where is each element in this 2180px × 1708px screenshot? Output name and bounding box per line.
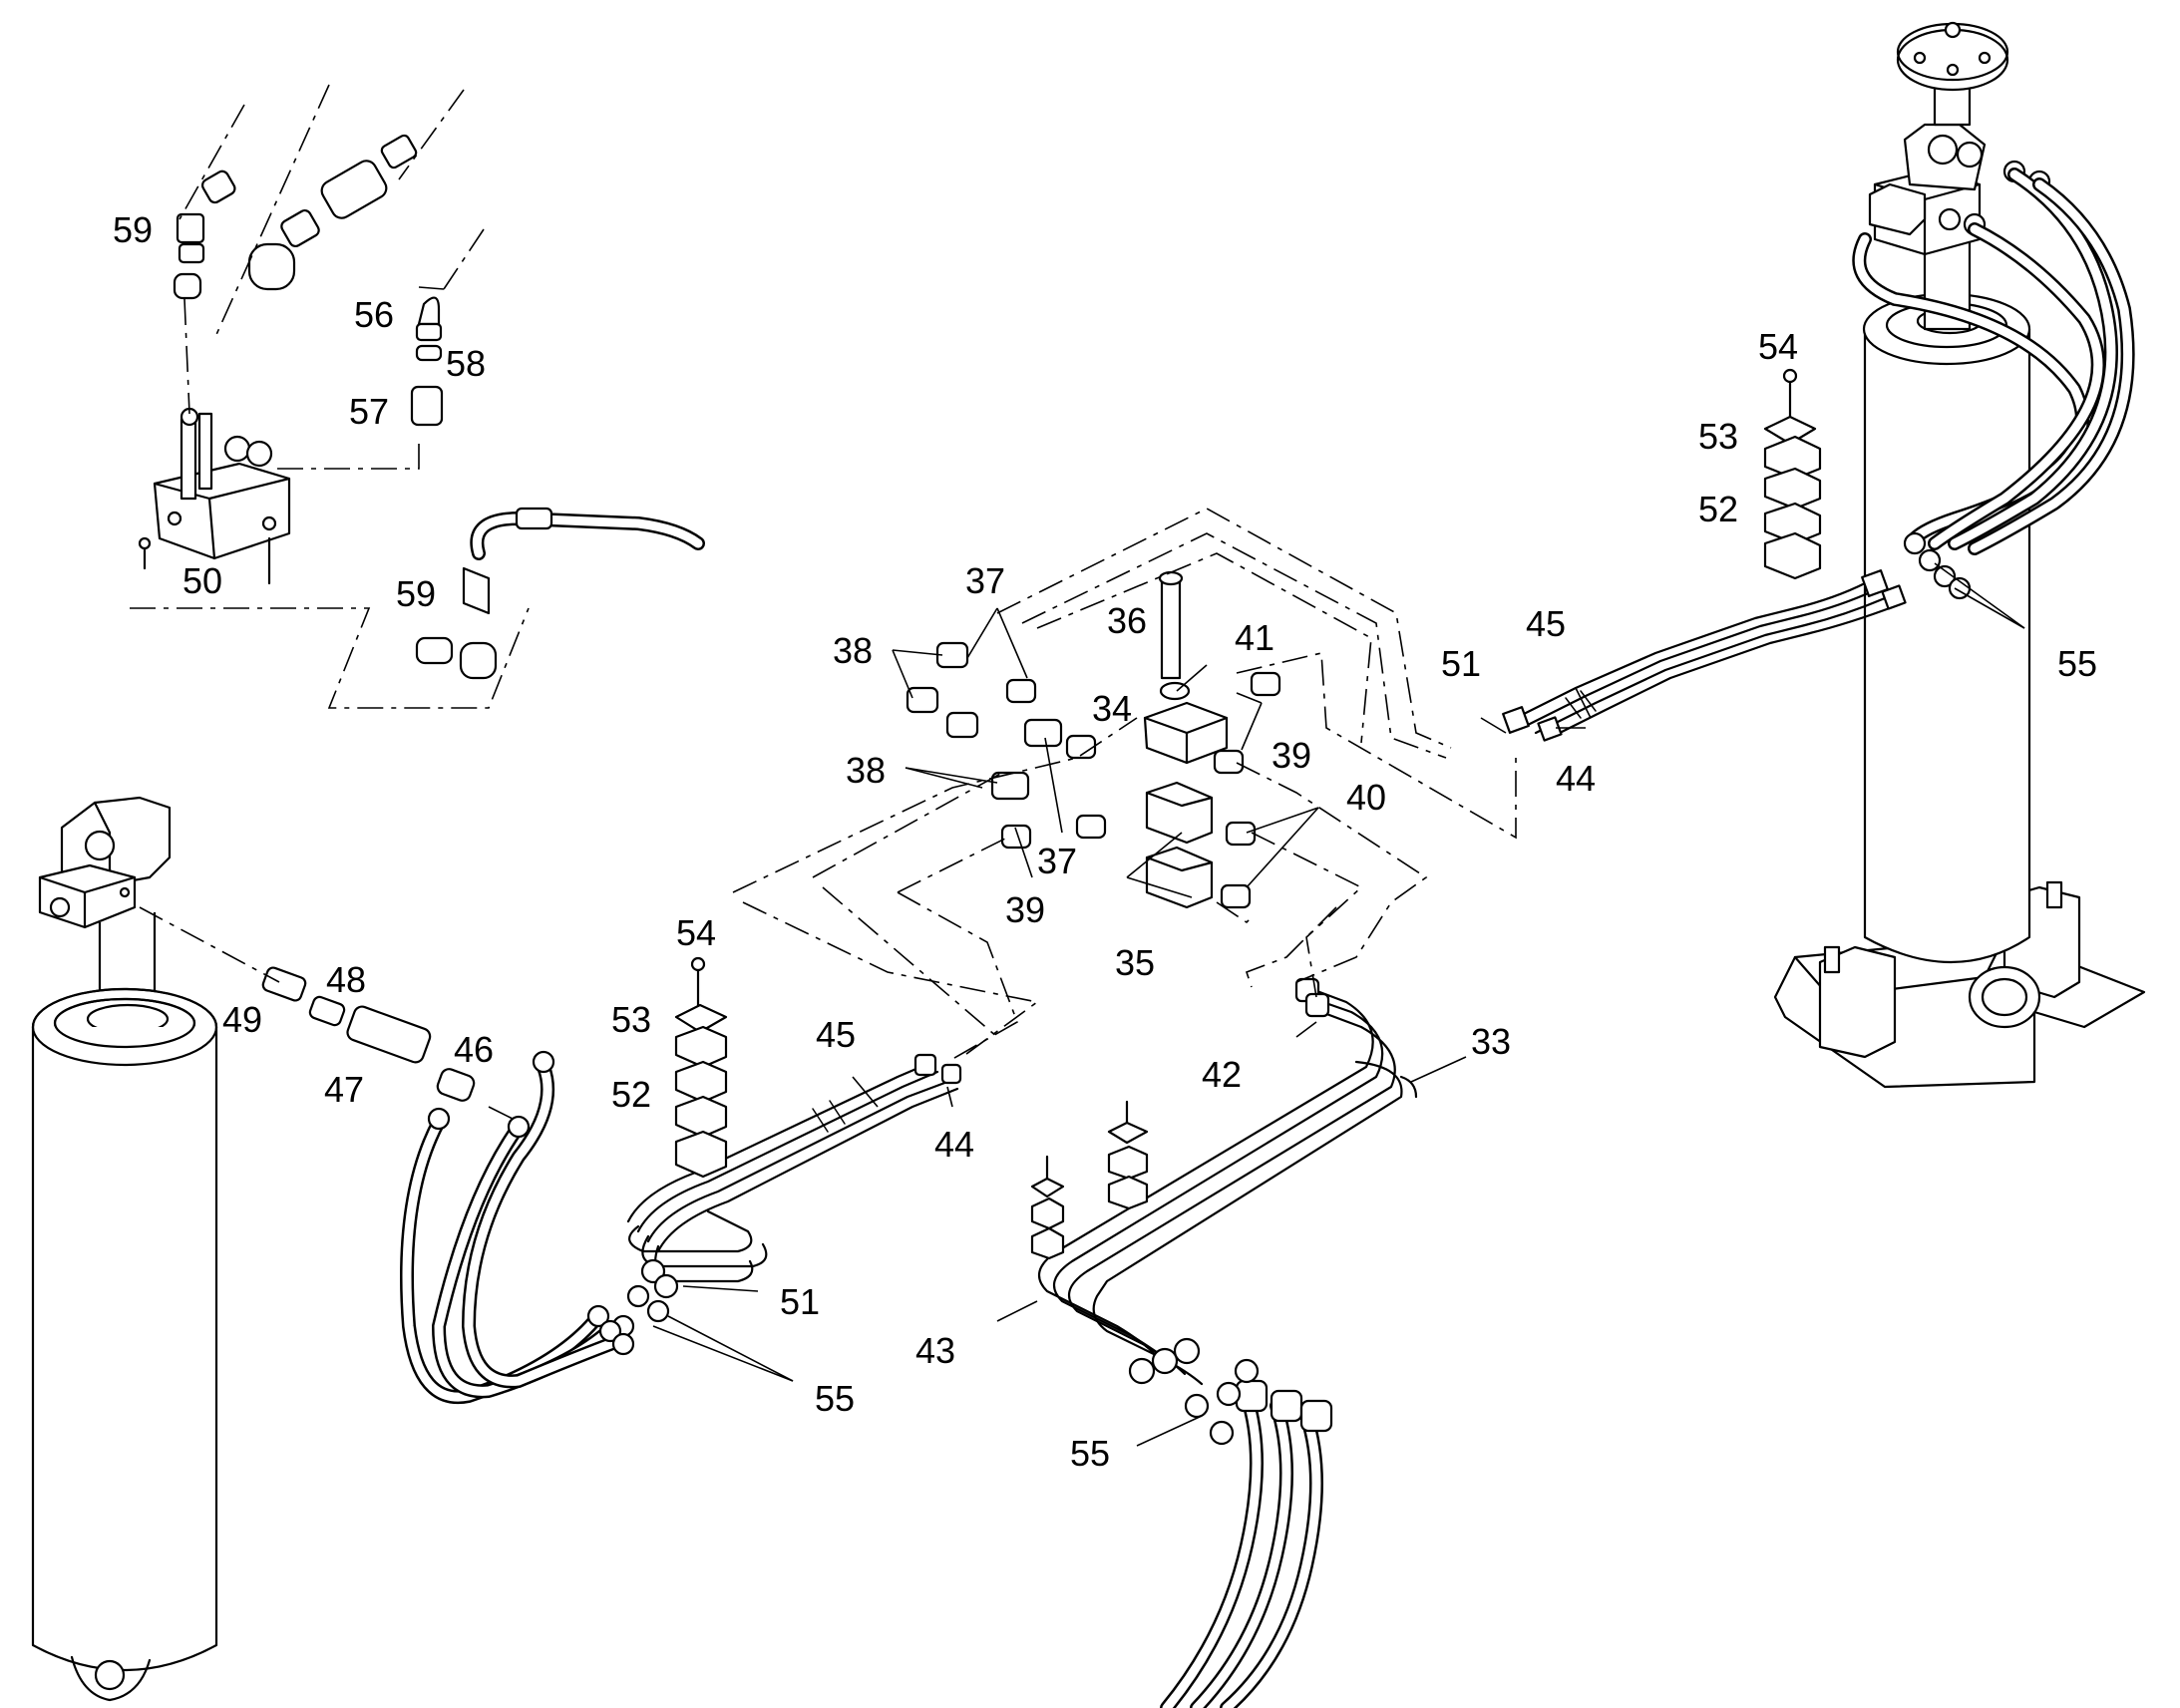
right-lift-cylinder xyxy=(1773,21,2146,1089)
callout-53-center: 53 xyxy=(611,999,651,1040)
callout-54-right: 54 xyxy=(1758,326,1798,367)
callout-36: 36 xyxy=(1107,600,1147,641)
callout-56: 56 xyxy=(354,294,394,335)
callout-49: 49 xyxy=(222,999,262,1040)
callout-38-top: 38 xyxy=(833,630,873,671)
callout-55-bottom: 55 xyxy=(1070,1433,1110,1474)
left-lift-cylinder xyxy=(31,796,218,1702)
callout-51-center: 51 xyxy=(780,1281,820,1322)
callout-59-top: 59 xyxy=(113,209,153,250)
center-clamp-stack xyxy=(674,956,728,1179)
left-fittings xyxy=(261,966,476,1102)
callout-40: 40 xyxy=(1346,777,1386,818)
hose-59-lower xyxy=(415,507,705,680)
callout-50: 50 xyxy=(182,560,222,601)
callout-44-center: 44 xyxy=(934,1124,974,1165)
callout-37-lower: 37 xyxy=(1037,841,1077,881)
callout-38-lower: 38 xyxy=(846,750,886,791)
callout-55-center: 55 xyxy=(815,1378,855,1419)
top-left-fittings xyxy=(173,134,444,427)
callout-52-center: 52 xyxy=(611,1074,651,1115)
callout-42: 42 xyxy=(1202,1054,1242,1095)
left-cylinder-hoses xyxy=(400,1050,635,1405)
assembly-dash-lines xyxy=(130,84,1517,1123)
callout-45-right: 45 xyxy=(1526,603,1566,644)
callout-48: 48 xyxy=(326,959,366,1000)
callout-44-right: 44 xyxy=(1556,758,1596,799)
callout-45-center: 45 xyxy=(816,1014,856,1055)
callout-39-lower: 39 xyxy=(1005,889,1045,930)
central-pipe-bundle xyxy=(611,977,1418,1386)
callout-57: 57 xyxy=(349,391,389,432)
callout-52-right: 52 xyxy=(1698,489,1738,529)
right-cylinder-hoses xyxy=(1852,168,2135,555)
callout-54-center: 54 xyxy=(676,912,716,953)
callout-39-right: 39 xyxy=(1272,735,1311,776)
callout-labels: 59 56 58 57 50 59 37 38 36 41 34 39 38 4… xyxy=(113,209,2097,1474)
callout-35: 35 xyxy=(1115,942,1155,983)
callout-43: 43 xyxy=(915,1330,955,1371)
valve-block-50 xyxy=(138,407,291,585)
leader-lines xyxy=(418,286,2025,1447)
callout-41: 41 xyxy=(1235,617,1274,658)
bottom-center-hoses xyxy=(1160,1358,1333,1708)
central-manifold xyxy=(906,570,1281,909)
callout-37-top: 37 xyxy=(965,560,1005,601)
callout-46: 46 xyxy=(454,1029,494,1070)
right-clamp-stack xyxy=(1763,368,1822,580)
callout-34: 34 xyxy=(1092,688,1132,729)
lower-clamps xyxy=(1030,1100,1149,1260)
callout-51-right: 51 xyxy=(1441,643,1481,684)
callout-33: 33 xyxy=(1471,1021,1511,1062)
callout-59-lower: 59 xyxy=(396,573,436,614)
callout-58: 58 xyxy=(446,343,486,384)
callout-47: 47 xyxy=(324,1069,364,1110)
callout-55-right: 55 xyxy=(2057,643,2097,684)
callout-53-right: 53 xyxy=(1698,416,1738,457)
